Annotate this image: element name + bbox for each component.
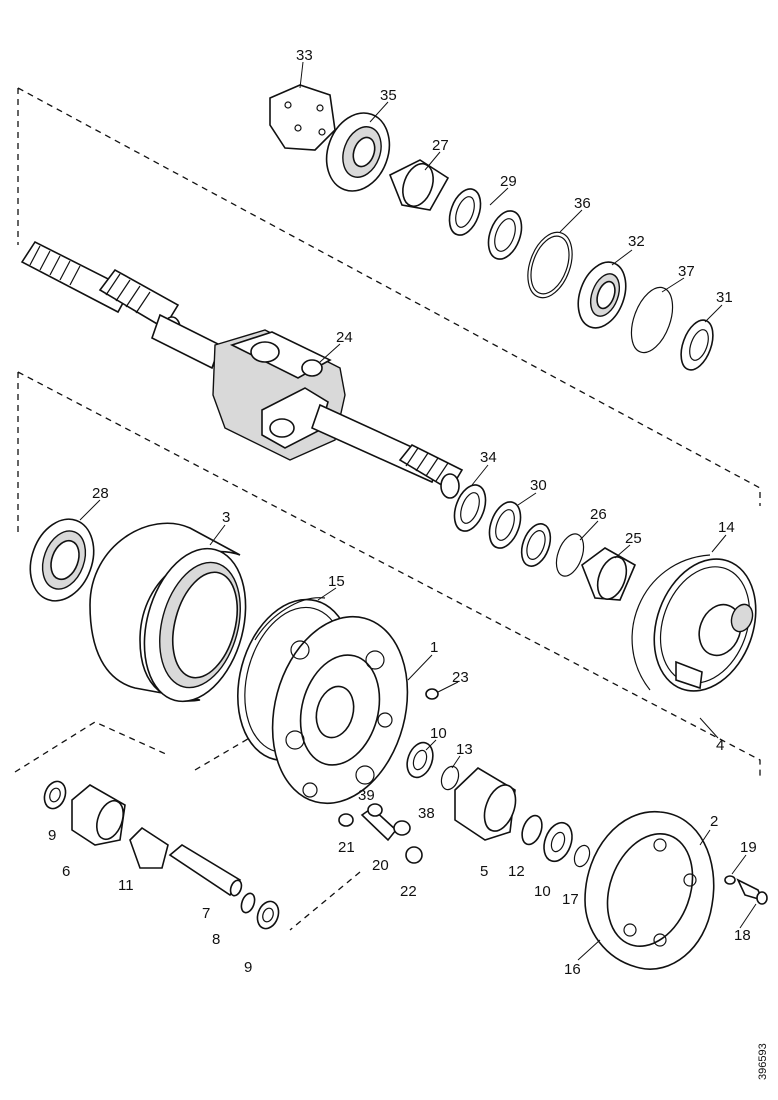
- nut-21: [338, 813, 354, 827]
- callout-labels: 33 35 27 29 36 32 37 31 24 34 30 26 25 1…: [48, 47, 757, 978]
- snap-ring-36: [527, 231, 573, 299]
- callout-36: 36: [574, 195, 591, 212]
- callout-20: 20: [372, 857, 389, 874]
- callout-39: 39: [358, 787, 375, 804]
- callout-15: 15: [328, 573, 345, 590]
- washer-8: [240, 892, 256, 914]
- bearing-35: [325, 112, 391, 192]
- callout-25: 25: [625, 530, 642, 547]
- callout-6: 6: [62, 863, 70, 880]
- document-id: 396593: [757, 1043, 769, 1080]
- callout-32: 32: [628, 233, 645, 250]
- snap-ring-17: [573, 844, 591, 868]
- callout-1: 1: [430, 639, 438, 656]
- callout-22: 22: [400, 883, 417, 900]
- washer-9b: [256, 900, 280, 930]
- planet-carrier-1: [271, 615, 409, 805]
- gear-5: [454, 767, 517, 841]
- gear-6: [71, 784, 126, 846]
- callout-31: 31: [716, 289, 733, 306]
- callout-17: 17: [562, 891, 579, 908]
- bolt-38: [393, 820, 411, 836]
- cover-2: [584, 811, 715, 970]
- plug-23: [425, 688, 439, 700]
- callout-10b: 10: [534, 883, 551, 900]
- callout-9a: 9: [48, 827, 56, 844]
- assembly-frame-middle: [17, 371, 761, 780]
- ring-gear-3: [89, 522, 247, 703]
- callout-29: 29: [500, 173, 517, 190]
- snap-ring-13: [440, 765, 460, 791]
- nut-22: [405, 846, 423, 864]
- assembly-frame-upper: [17, 87, 761, 506]
- callout-13: 13: [456, 741, 473, 758]
- washer-12: [521, 814, 543, 846]
- washer-19: [724, 875, 736, 885]
- callout-33: 33: [296, 47, 313, 64]
- callout-27: 27: [432, 137, 449, 154]
- seal-31: [680, 319, 714, 371]
- callout-2: 2: [710, 813, 718, 830]
- callout-30: 30: [530, 477, 547, 494]
- callout-18: 18: [734, 927, 751, 944]
- assembly-frame-lower-left: [14, 721, 169, 773]
- callout-35: 35: [380, 87, 397, 104]
- ring-34: [453, 484, 487, 532]
- snap-ring-26: [555, 533, 585, 577]
- callout-12: 12: [508, 863, 525, 880]
- flange-33: [269, 84, 336, 151]
- callout-10a: 10: [430, 725, 447, 742]
- washer-10a: [406, 741, 434, 779]
- seal-32: [577, 261, 627, 329]
- callout-14: 14: [718, 519, 735, 536]
- callout-8: 8: [212, 931, 220, 948]
- assembly-frame-lower-right: [194, 732, 361, 931]
- callout-5: 5: [480, 863, 488, 880]
- sleeve-27: [388, 159, 450, 211]
- callout-37: 37: [678, 263, 695, 280]
- bolt-18: [736, 878, 768, 905]
- washer-10b: [543, 821, 573, 863]
- sleeve-25: [581, 547, 637, 601]
- ring-30: [488, 501, 552, 567]
- axle-shaft: [20, 240, 464, 499]
- callout-4: 4: [716, 737, 724, 754]
- callout-23: 23: [452, 669, 469, 686]
- callout-28: 28: [92, 485, 109, 502]
- callout-26: 26: [590, 506, 607, 523]
- callout-leaders: [79, 61, 757, 961]
- callout-9b: 9: [244, 959, 252, 976]
- callout-16: 16: [564, 961, 581, 978]
- callout-21: 21: [338, 839, 355, 856]
- callout-19: 19: [740, 839, 757, 856]
- callout-34: 34: [480, 449, 497, 466]
- callout-38: 38: [418, 805, 435, 822]
- callout-11: 11: [118, 877, 134, 894]
- callout-24: 24: [336, 329, 353, 346]
- ring-29: [448, 188, 482, 236]
- pin-7: [168, 844, 243, 897]
- seal-28: [29, 518, 95, 602]
- callout-7: 7: [202, 905, 210, 922]
- washer-39: [367, 803, 383, 817]
- o-ring-37: [630, 286, 674, 354]
- callout-3: 3: [222, 509, 230, 526]
- ring-29b: [487, 210, 523, 260]
- washer-9a: [43, 780, 67, 810]
- ring-gear-hub-14: [631, 554, 757, 692]
- gear-11: [129, 826, 169, 869]
